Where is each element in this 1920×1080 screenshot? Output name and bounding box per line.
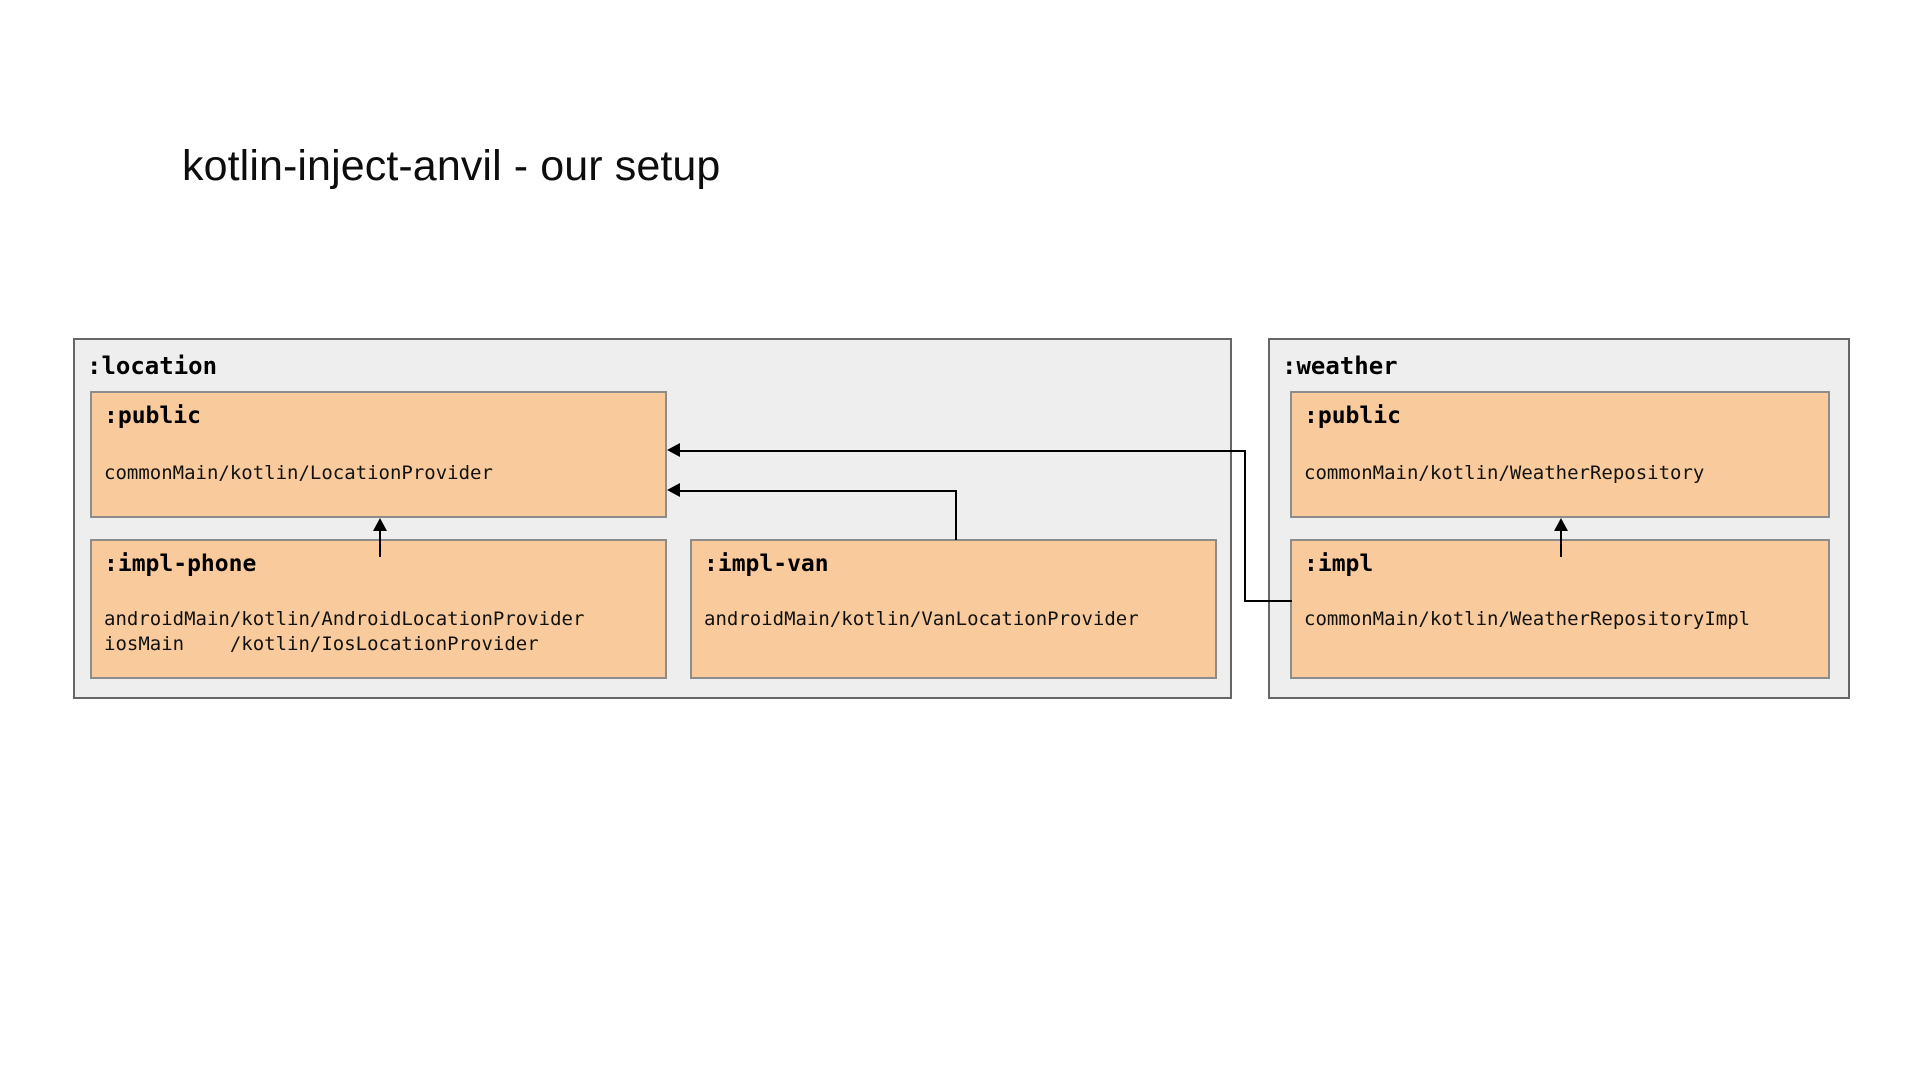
connector-weather-impl-to-location-public-horizontal-upper (680, 450, 1246, 452)
connector-impl-phone-to-location-public-arrowhead (373, 518, 387, 531)
connector-weather-impl-to-weather-public-line (1560, 531, 1562, 557)
connector-impl-van-to-location-public-arrowhead (667, 483, 680, 497)
node-weather-impl-paths: commonMain/kotlin/WeatherRepositoryImpl (1304, 608, 1751, 630)
node-location-impl-van[interactable]: :impl-van androidMain/kotlin/VanLocation… (690, 539, 1217, 679)
connector-impl-van-to-location-public-horizontal (680, 490, 957, 492)
module-location-title: :location (87, 352, 218, 380)
node-location-impl-phone-paths: androidMain/kotlin/AndroidLocationProvid… (104, 608, 585, 656)
node-location-impl-phone-title: :impl-phone (104, 551, 257, 577)
connector-weather-impl-to-location-public-arrowhead (667, 443, 680, 457)
connector-weather-impl-to-location-public-vertical (1244, 450, 1246, 602)
connector-weather-impl-to-weather-public-arrowhead (1554, 518, 1568, 531)
node-weather-public-title: :public (1304, 403, 1401, 429)
node-location-impl-van-paths: androidMain/kotlin/VanLocationProvider (704, 608, 1139, 630)
node-weather-public-paths: commonMain/kotlin/WeatherRepository (1304, 462, 1705, 484)
node-location-impl-van-title: :impl-van (704, 551, 829, 577)
node-location-public[interactable]: :public commonMain/kotlin/LocationProvid… (90, 391, 667, 518)
connector-weather-impl-to-location-public-horizontal-lower (1244, 600, 1292, 602)
node-weather-public[interactable]: :public commonMain/kotlin/WeatherReposit… (1290, 391, 1830, 518)
node-location-public-paths: commonMain/kotlin/LocationProvider (104, 462, 493, 484)
node-weather-impl[interactable]: :impl commonMain/kotlin/WeatherRepositor… (1290, 539, 1830, 679)
module-weather-title: :weather (1282, 352, 1398, 380)
connector-impl-van-to-location-public-vertical (955, 490, 957, 540)
node-weather-impl-title: :impl (1304, 551, 1374, 577)
connector-impl-phone-to-location-public-line (379, 531, 381, 557)
node-location-impl-phone[interactable]: :impl-phone androidMain/kotlin/AndroidLo… (90, 539, 667, 679)
page-title: kotlin-inject-anvil - our setup (182, 142, 721, 190)
node-location-public-title: :public (104, 403, 201, 429)
